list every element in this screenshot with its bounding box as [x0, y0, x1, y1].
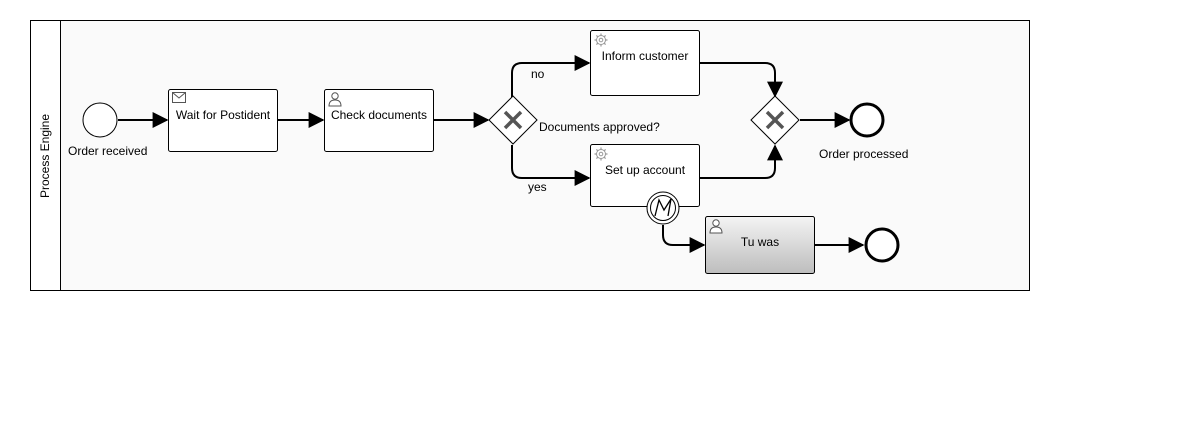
task-set-up-account-shape — [590, 144, 700, 207]
end-event-label: Order processed — [819, 147, 909, 161]
user-icon — [328, 92, 342, 107]
flow-label-no: no — [531, 67, 545, 81]
gateway-join[interactable] — [750, 95, 800, 145]
pool-header — [30, 20, 61, 291]
flow-no[interactable] — [511, 55, 591, 97]
task-label: Check documents — [330, 108, 428, 122]
task-set-up-account[interactable]: Set up account — [591, 145, 699, 195]
envelope-icon — [172, 92, 186, 106]
user-icon — [709, 219, 723, 234]
flow-setup-to-join[interactable] — [700, 144, 783, 179]
start-event[interactable] — [82, 102, 118, 138]
task-check-documents[interactable]: Check documents — [325, 90, 433, 140]
end-event-order-processed[interactable] — [849, 102, 885, 138]
task-inform-customer[interactable]: Inform customer — [591, 31, 699, 81]
task-label: Wait for Postident — [175, 108, 271, 122]
end-event-secondary[interactable] — [864, 227, 900, 263]
task-tu-was[interactable]: Tu was — [706, 217, 814, 267]
task-label: Set up account — [604, 163, 686, 177]
flow-inform-to-join[interactable] — [700, 62, 783, 98]
task-tu-was-shape — [705, 216, 815, 274]
gear-icon — [594, 33, 608, 47]
task-wait-for-postident-shape — [168, 89, 278, 152]
pool-title: Process Engine — [38, 113, 53, 198]
error-icon[interactable] — [646, 191, 680, 225]
gateway-label: Documents approved? — [539, 120, 660, 134]
task-label: Inform customer — [601, 49, 689, 63]
pool-label: Process Engine — [31, 21, 60, 290]
flow-yes[interactable] — [511, 145, 591, 186]
flow-boundary-to-tuwas[interactable] — [662, 225, 706, 253]
task-inform-customer-shape — [590, 30, 700, 96]
flow-label-yes: yes — [528, 180, 547, 194]
gateway-split[interactable] — [488, 95, 538, 145]
task-label: Tu was — [740, 235, 780, 249]
task-wait-for-postident[interactable]: Wait for Postident — [169, 90, 277, 140]
start-event-label: Order received — [68, 144, 148, 158]
gear-icon — [594, 147, 608, 161]
task-check-documents-shape — [324, 89, 434, 152]
